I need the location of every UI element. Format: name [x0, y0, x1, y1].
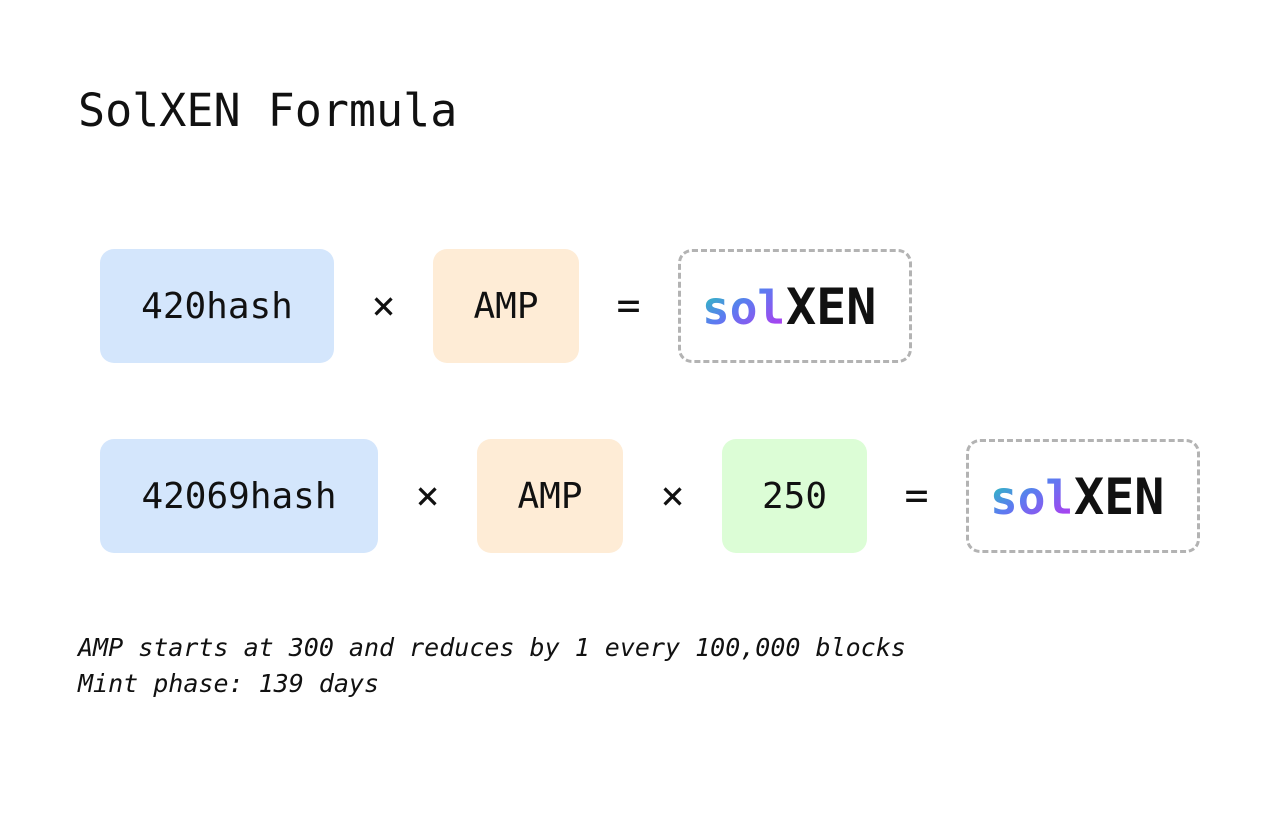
- multiply-operator: ×: [660, 473, 685, 519]
- logo-sol-text: sol: [702, 281, 785, 332]
- formula-row-2: 42069hash × AMP × 250 = sol XEN: [100, 439, 1200, 553]
- hash-term-tile: 42069hash: [100, 439, 378, 553]
- amp-term-tile: AMP: [477, 439, 623, 553]
- equals-operator: =: [616, 283, 641, 329]
- amp-term-tile: AMP: [433, 249, 579, 363]
- multiply-operator: ×: [371, 283, 396, 329]
- formula-notes: AMP starts at 300 and reduces by 1 every…: [78, 630, 906, 702]
- logo-xen-text: XEN: [786, 280, 876, 332]
- equals-operator: =: [904, 473, 929, 519]
- formula-row-1: 420hash × AMP = sol XEN: [100, 249, 912, 363]
- multiplier-term-tile: 250: [722, 439, 867, 553]
- amp-note: AMP starts at 300 and reduces by 1 every…: [78, 633, 906, 662]
- logo-sol-text: sol: [990, 471, 1073, 522]
- page-title: SolXEN Formula: [78, 84, 458, 137]
- solxen-logo: sol XEN: [702, 280, 876, 332]
- result-box: sol XEN: [966, 439, 1200, 553]
- solxen-logo: sol XEN: [990, 470, 1164, 522]
- mint-phase-note: Mint phase: 139 days: [78, 669, 380, 698]
- result-box: sol XEN: [678, 249, 912, 363]
- logo-xen-text: XEN: [1074, 470, 1164, 522]
- multiply-operator: ×: [415, 473, 440, 519]
- hash-term-tile: 420hash: [100, 249, 334, 363]
